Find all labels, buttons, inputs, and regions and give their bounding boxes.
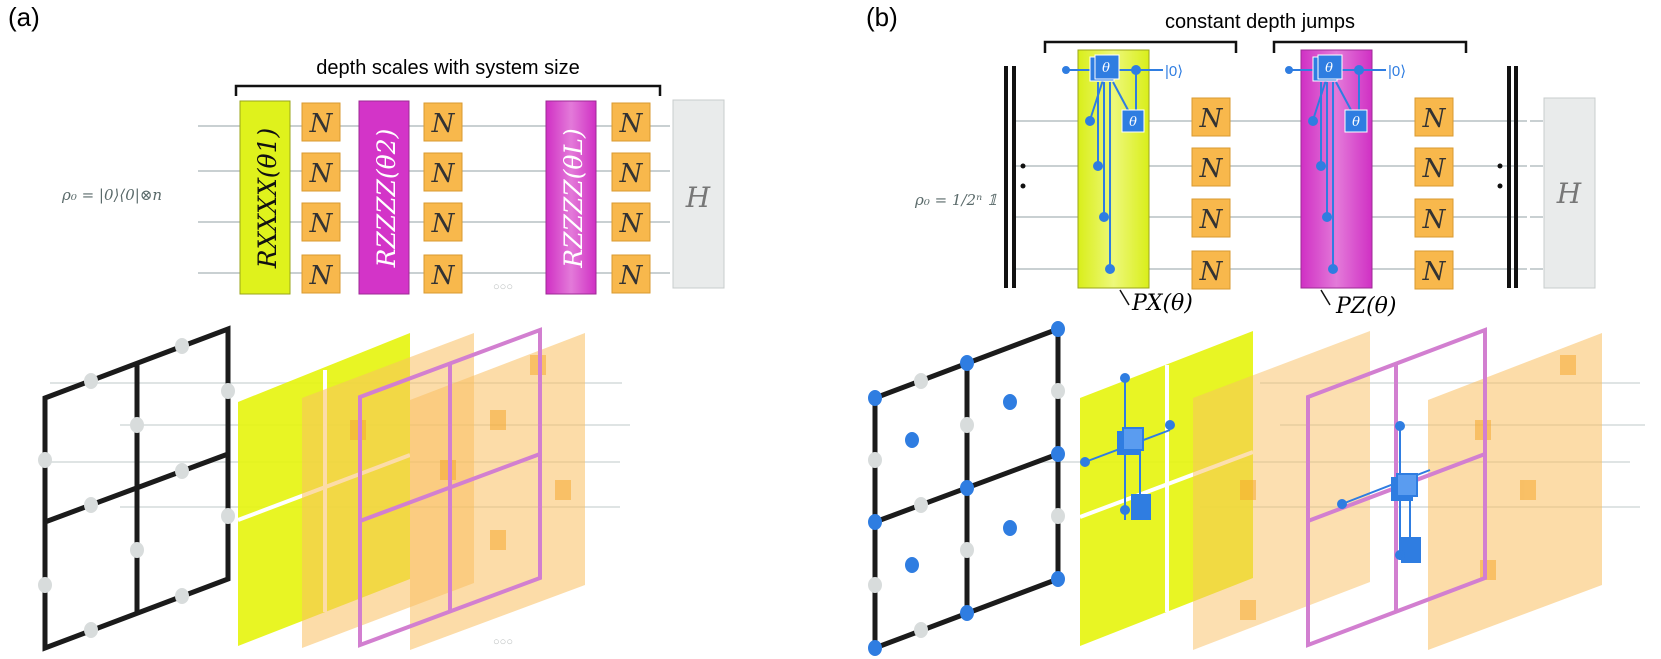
noise-label: N	[1199, 104, 1224, 134]
panel-b: (b) constant depth jumps ρ₀ = 1/2ⁿ 𝟙	[866, 2, 1645, 656]
noise-label: N	[1422, 205, 1447, 235]
depth-bracket-a-label: depth scales with system size	[316, 57, 579, 79]
px-theta-2: θ	[1129, 115, 1137, 130]
noise-label: N	[619, 261, 644, 291]
lattice-b	[868, 321, 1645, 656]
noise-label: N	[619, 159, 644, 189]
rzzzz-gate-1	[358, 100, 410, 295]
noise-label: N	[1199, 154, 1224, 184]
panel-a-label: (a)	[8, 2, 40, 32]
reset-bars	[1004, 66, 1518, 288]
noise-label: N	[1422, 257, 1447, 287]
px-gate	[1077, 49, 1150, 289]
noise-label: N	[1199, 205, 1224, 235]
measurement-box-a	[672, 99, 725, 289]
pz-circuit	[1285, 54, 1386, 274]
measurement-label-b: H	[1556, 177, 1582, 210]
rzzzz-gate-L	[545, 100, 597, 295]
noise-column-a3	[611, 102, 651, 294]
noise-label: N	[309, 109, 334, 139]
noise-column-a2	[423, 102, 463, 294]
panel-a: (a) depth scales with system size ρ₀ = |…	[8, 2, 725, 652]
pz-gate	[1300, 49, 1373, 289]
noise-label: N	[1199, 257, 1224, 287]
pz-theta-1: θ	[1325, 61, 1333, 76]
rzzzz-gate-L-label: RZZZZ(θL)	[559, 128, 588, 268]
noise-label: N	[309, 261, 334, 291]
initial-state-a: ρ₀ = |0⟩⟨0|⊗n	[61, 186, 162, 204]
noise-column-b2	[1414, 97, 1454, 290]
px-label: PX(θ)	[1131, 291, 1193, 316]
depth-bracket-a: depth scales with system size	[234, 57, 662, 96]
noise-label: N	[431, 159, 456, 189]
noise-label: N	[619, 109, 644, 139]
px-circuit	[1062, 54, 1163, 274]
depth-bracket-b	[1043, 40, 1468, 53]
rzzzz-gate-1-label: RZZZZ(θ2)	[372, 129, 401, 269]
noise-label: N	[619, 209, 644, 239]
pz-label: PZ(θ)	[1335, 294, 1397, 319]
noise-label: N	[1422, 154, 1447, 184]
px-ancilla: |0⟩	[1165, 63, 1183, 80]
noise-column-a1	[301, 102, 341, 294]
noise-label: N	[431, 261, 456, 291]
ellipsis-lattice-a: ○○○	[493, 636, 513, 648]
measurement-box-b	[1543, 97, 1596, 289]
measurement-label-a: H	[685, 181, 711, 214]
initial-state-b: ρ₀ = 1/2ⁿ 𝟙	[914, 191, 997, 209]
noise-label: N	[1422, 104, 1447, 134]
pz-ancilla: |0⟩	[1388, 63, 1406, 80]
lattice-a: ○○○	[38, 325, 630, 652]
noise-label: N	[431, 109, 456, 139]
rxxxx-gate	[239, 100, 291, 295]
noise-label: N	[309, 209, 334, 239]
noise-label: N	[309, 159, 334, 189]
ellipsis-a: ○○○	[493, 281, 513, 293]
noise-column-b1	[1191, 97, 1231, 290]
panel-b-label: (b)	[866, 2, 898, 32]
rxxxx-gate-label: RXXXX(θ1)	[253, 128, 282, 269]
noise-label: N	[431, 209, 456, 239]
depth-bracket-b-label: constant depth jumps	[1165, 11, 1355, 33]
pz-theta-2: θ	[1352, 115, 1360, 130]
px-theta-1: θ	[1102, 61, 1110, 76]
